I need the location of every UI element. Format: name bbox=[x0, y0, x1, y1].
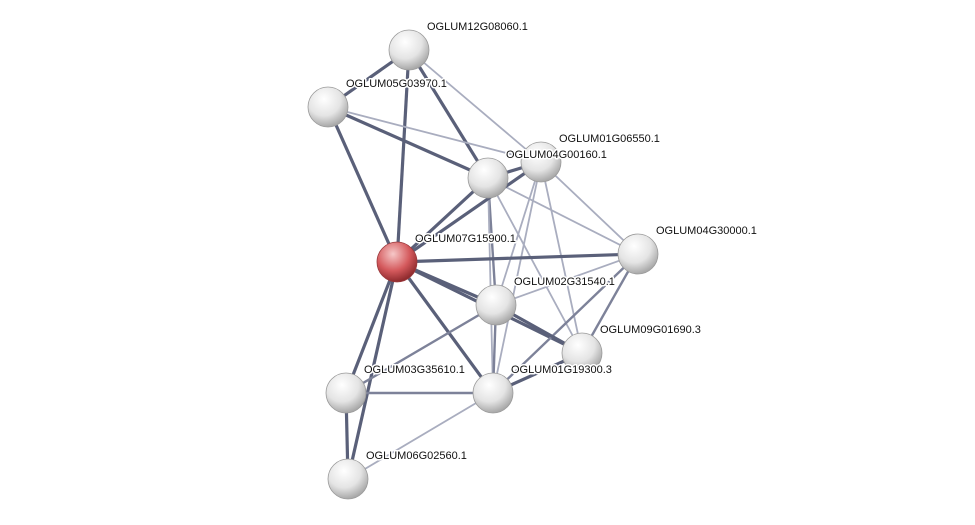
edge-A-D[interactable] bbox=[408, 49, 542, 163]
edge-B-D[interactable] bbox=[327, 106, 542, 163]
edge-F-G[interactable] bbox=[495, 253, 639, 306]
node-label: OGLUM06G02560.1 bbox=[366, 450, 467, 462]
edge-A-E[interactable] bbox=[395, 49, 411, 263]
edge-D-G[interactable] bbox=[495, 161, 542, 306]
node-label: OGLUM04G00160.1 bbox=[506, 149, 607, 161]
node-label: OGLUM09G01690.3 bbox=[600, 324, 701, 336]
protein-node[interactable] bbox=[325, 372, 367, 414]
node-label: OGLUM07G15900.1 bbox=[415, 233, 516, 245]
node-label: OGLUM01G19300.3 bbox=[511, 364, 612, 376]
protein-node[interactable] bbox=[388, 29, 430, 71]
node-label: OGLUM01G06550.1 bbox=[559, 133, 660, 145]
protein-node[interactable] bbox=[467, 157, 509, 199]
protein-node[interactable] bbox=[617, 233, 659, 275]
node-label: OGLUM04G30000.1 bbox=[656, 225, 757, 237]
edge-D-F[interactable] bbox=[540, 161, 639, 255]
protein-node[interactable] bbox=[472, 372, 514, 414]
edge-C-E[interactable] bbox=[395, 176, 490, 264]
edge-E-F[interactable] bbox=[396, 252, 639, 264]
edge-E-I[interactable] bbox=[344, 261, 399, 394]
edge-J-K[interactable] bbox=[347, 392, 494, 480]
node-label: OGLUM03G35610.1 bbox=[364, 364, 465, 376]
edge-F-J[interactable] bbox=[492, 253, 639, 394]
query-protein-node[interactable] bbox=[376, 241, 418, 283]
protein-node[interactable] bbox=[561, 332, 603, 374]
edge-B-E[interactable] bbox=[326, 106, 399, 263]
protein-node[interactable] bbox=[520, 141, 562, 183]
edge-E-K[interactable] bbox=[346, 261, 399, 480]
node-label: OGLUM02G31540.1 bbox=[514, 276, 615, 288]
edge-A-C[interactable] bbox=[407, 49, 490, 179]
edge-G-I[interactable] bbox=[345, 303, 497, 395]
protein-node[interactable] bbox=[475, 284, 517, 326]
node-label: OGLUM05G03970.1 bbox=[346, 78, 447, 90]
protein-node[interactable] bbox=[327, 458, 369, 500]
edge-C-F[interactable] bbox=[487, 177, 639, 255]
edge-E-J[interactable] bbox=[395, 261, 495, 394]
protein-node[interactable] bbox=[307, 86, 349, 128]
edge-D-E[interactable] bbox=[396, 160, 542, 264]
edge-B-C[interactable] bbox=[327, 105, 489, 180]
node-label: OGLUM12G08060.1 bbox=[427, 21, 528, 33]
edge-D-J[interactable] bbox=[492, 161, 542, 394]
